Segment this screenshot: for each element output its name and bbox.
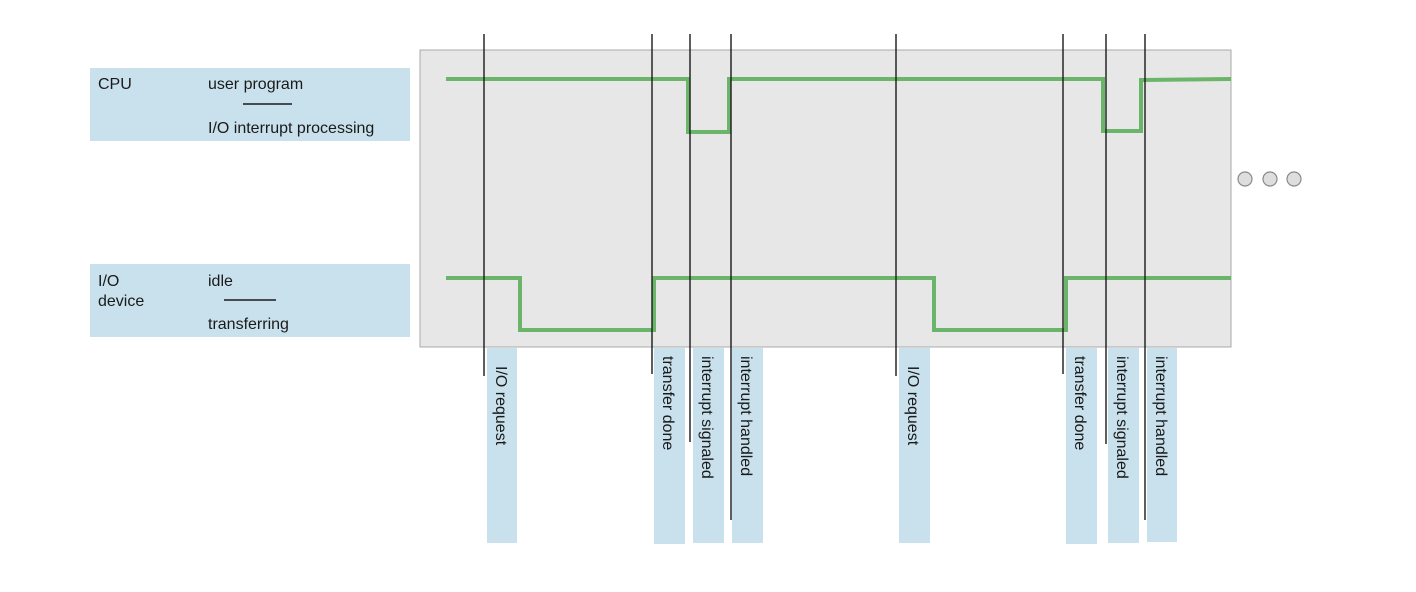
event-box-5: [899, 348, 930, 543]
event-label-1: I/O request: [492, 366, 509, 446]
event-box-1: [487, 348, 517, 543]
cpu-name-label: CPU: [98, 76, 132, 93]
cpu-signal-line: [446, 77, 1232, 134]
io-state-high-label: idle: [208, 273, 233, 290]
continuation-dot-2: [1262, 171, 1278, 187]
event-box-7: [1108, 348, 1139, 543]
event-label-boxes: [487, 348, 1177, 544]
event-label-8: interrupt handled: [1152, 356, 1169, 476]
cpu-state-high-label: user program: [208, 76, 303, 93]
event-label-5: I/O request: [904, 366, 921, 446]
continuation-dot-1: [1237, 171, 1253, 187]
event-box-4: [732, 348, 763, 543]
event-box-6: [1066, 348, 1097, 544]
io-name-label-line2: device: [98, 293, 144, 310]
event-marker-lines: [483, 34, 1146, 520]
io-signal-line: [446, 276, 1231, 332]
event-label-4: interrupt handled: [737, 356, 754, 476]
event-label-7: interrupt signaled: [1113, 356, 1130, 479]
continuation-dot-3: [1286, 171, 1302, 187]
continuation-dots-icon: [1237, 171, 1302, 187]
event-label-6: transfer done: [1071, 356, 1088, 450]
io-name-label-line1: I/O: [98, 273, 119, 290]
event-box-2: [654, 348, 685, 544]
timeline-panel: [419, 49, 1232, 348]
event-label-2: transfer done: [659, 356, 676, 450]
cpu-state-low-label: I/O interrupt processing: [208, 120, 374, 137]
event-label-3: interrupt signaled: [698, 356, 715, 479]
event-box-8: [1147, 348, 1177, 542]
event-box-3: [693, 348, 724, 543]
event-labels: I/O request transfer done interrupt sign…: [492, 356, 1169, 479]
io-state-low-label: transferring: [208, 316, 289, 333]
